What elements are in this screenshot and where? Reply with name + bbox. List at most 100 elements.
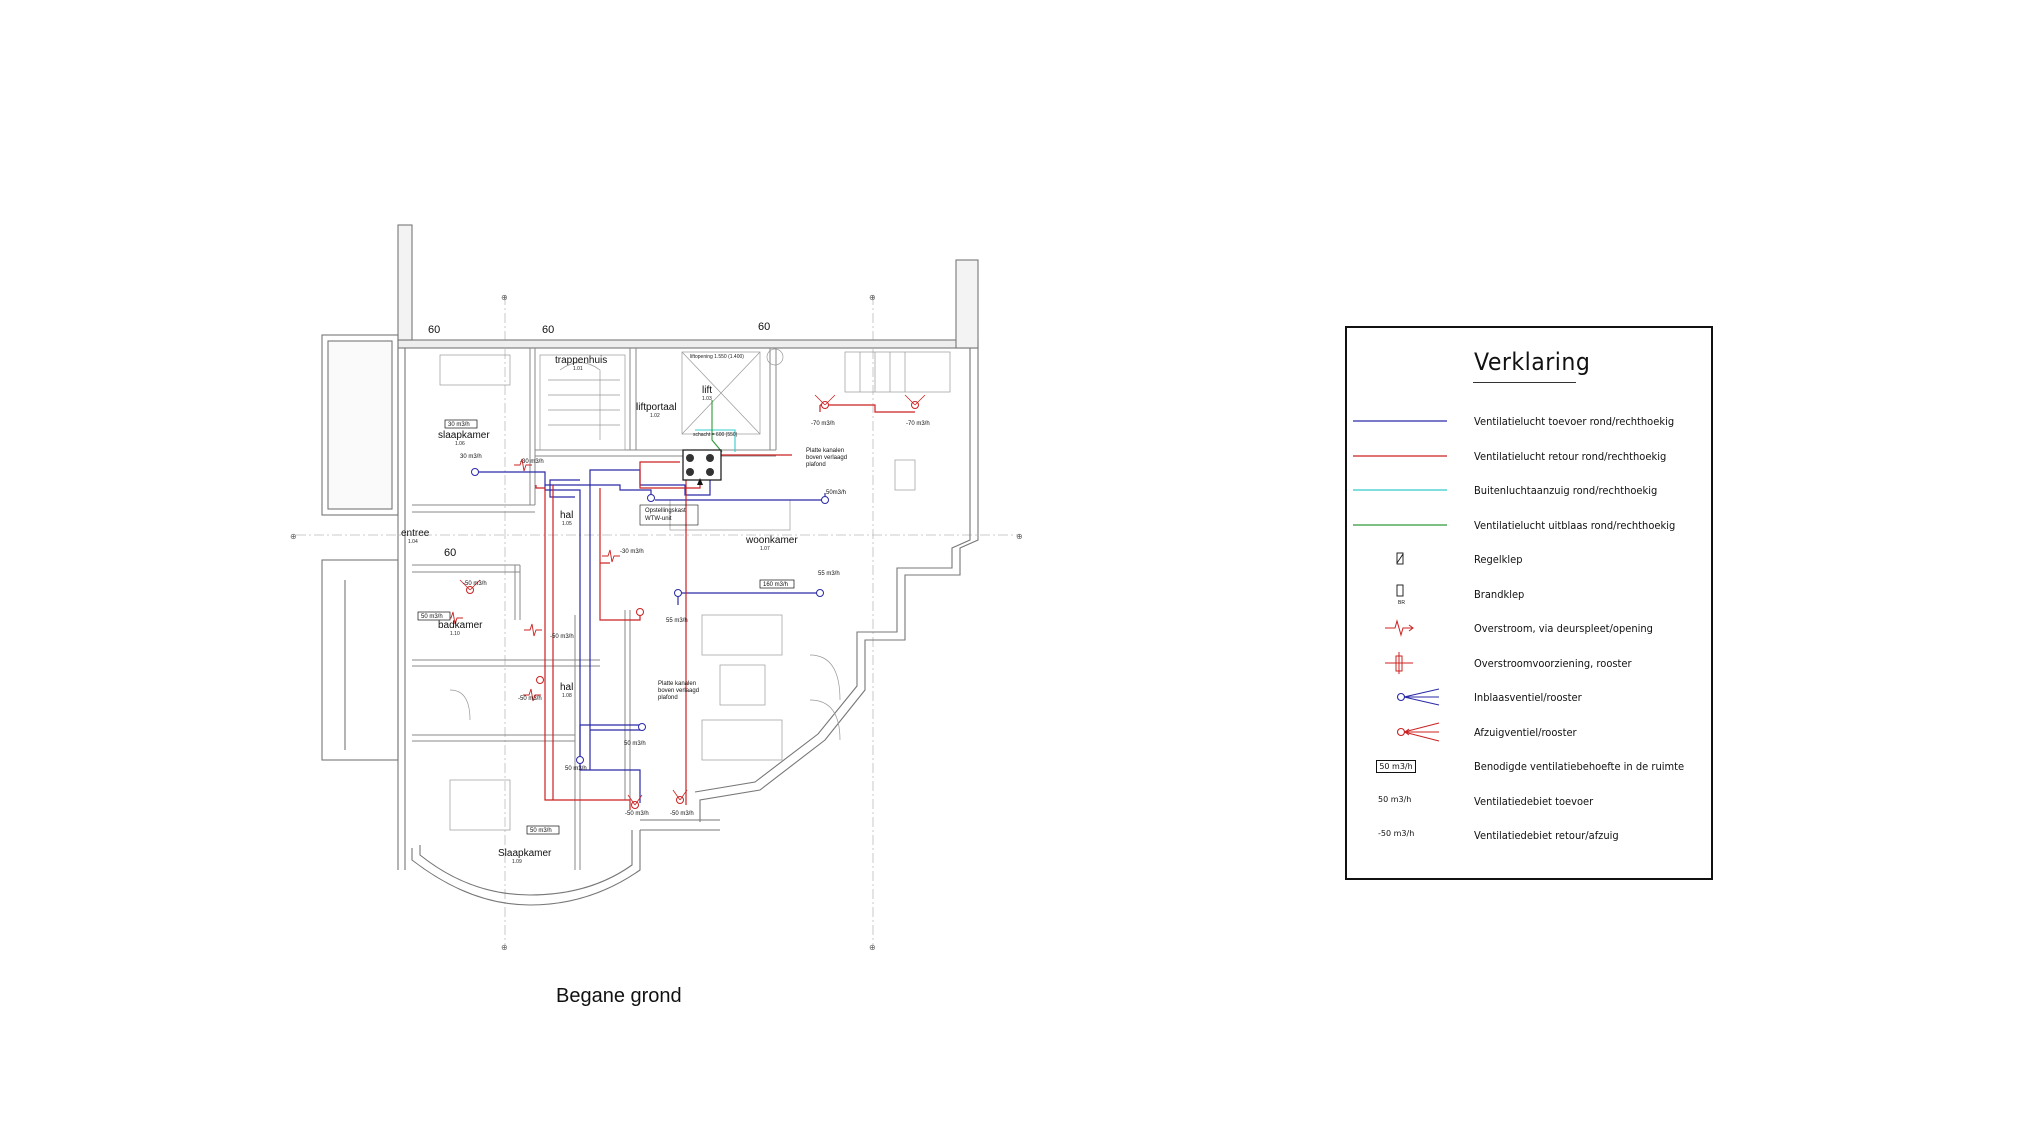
supply-flow-sample: 50 m3/h (1378, 795, 1412, 804)
room-liftportaal-num: 1.02 (650, 413, 660, 419)
legend-label: Ventilatielucht toevoer rond/rechthoekig (1474, 415, 1675, 428)
room-liftportaal: liftportaal (636, 402, 677, 413)
flow-label: -50 m3/h (518, 696, 542, 702)
flow-label: -50 m3/h (550, 634, 574, 640)
room-woonkamer-num: 1.07 (760, 546, 770, 552)
legend-item: Overstroom, via deurspleet/opening (1347, 611, 1713, 645)
dim-3: 60 (758, 321, 770, 333)
flow-label: -70 m3/h (811, 421, 835, 427)
flow-labels: 30 m3/h -30 m3/h -30 m3/h -50 m3/h -50 m… (460, 421, 930, 817)
legend-label: Inblaasventiel/rooster (1474, 691, 1582, 704)
legend-item: Regelklep (1347, 542, 1713, 576)
legend-title-underline (1473, 382, 1576, 383)
required-flow-boxes (417, 419, 795, 835)
note-platte-top: plafond (806, 462, 826, 468)
flow-label: 55 m3/h (818, 571, 840, 577)
note-platte-top: Platte kanalen (806, 448, 844, 454)
note-platte-top: boven verlaagd (806, 455, 847, 461)
note-schacht: schacht = 600 (550) (693, 432, 738, 438)
inblaas-icon (576, 756, 584, 764)
room-badkamer: badkamer (438, 620, 483, 631)
overstroom-marks (445, 458, 620, 702)
room-entree: entree (401, 528, 430, 539)
legend: Verklaring Ventilatielucht toevoer rond/… (1345, 326, 1713, 880)
svg-text:⊕: ⊕ (501, 293, 508, 302)
legend-label: Afzuigventiel/rooster (1474, 726, 1577, 739)
room-hal-num: 1.05 (562, 521, 572, 527)
inblaas-icon (647, 494, 655, 502)
room-trappenhuis-num: 1.01 (573, 366, 583, 372)
note-platte-mid: plafond (658, 695, 678, 701)
required-flow-box-icon: 50 m3/h (1376, 760, 1416, 773)
dim-1: 60 (428, 324, 440, 336)
inblaas-icon (816, 589, 824, 597)
room-lift-num: 1.03 (702, 396, 712, 402)
flow-label: 30 m3/h (460, 454, 482, 460)
room-badkamer-num: 1.10 (450, 631, 460, 637)
flow-label: -30 m3/h (620, 549, 644, 555)
flow-label: 55 m3/h (666, 618, 688, 624)
stairs-fixtures (439, 348, 951, 831)
legend-label: Ventilatielucht uitblaas rond/rechthoeki… (1474, 519, 1676, 532)
svg-text:⊕: ⊕ (290, 532, 297, 541)
legend-label: Brandklep (1474, 588, 1525, 601)
room-slaapkamer-2-num: 1.09 (512, 859, 522, 865)
legend-label: Ventilatielucht retour rond/rechthoekig (1474, 450, 1667, 463)
room-slaapkamer-num: 1.06 (455, 441, 465, 447)
legend-label: Ventilatiedebiet retour/afzuig (1474, 829, 1619, 842)
dim-2: 60 (542, 324, 554, 336)
brandklep-icon (1396, 584, 1404, 597)
room-hal-2-num: 1.08 (562, 693, 572, 699)
flow-label: -30 m3/h (520, 459, 544, 465)
flow-label: 50 m3/h (624, 741, 646, 747)
inblaas-icon (1396, 688, 1440, 706)
legend-label: Benodigde ventilatiebehoefte in de ruimt… (1474, 760, 1685, 773)
exhaust-duct (711, 400, 723, 453)
flow-label: -50 m3/h (670, 811, 694, 817)
note-platte-mid: boven verlaagd (658, 688, 699, 694)
overstroom-icon (1385, 619, 1414, 637)
req-slaapkamer: 30 m3/h (448, 422, 470, 428)
legend-item: 50 m3/h Ventilatiedebiet toevoer (1347, 784, 1713, 818)
room-trappenhuis: trappenhuis (555, 355, 607, 366)
svg-text:⊕: ⊕ (1016, 532, 1023, 541)
legend-item: -50 m3/h Ventilatiedebiet retour/afzuig (1347, 818, 1713, 852)
supply-vents (471, 468, 829, 764)
legend-label: Overstroomvoorziening, rooster (1474, 657, 1632, 670)
flow-label: -50 m3/h (463, 581, 487, 587)
req-slaapkamer2: 50 m3/h (530, 828, 552, 834)
flow-label: -50 m3/h (625, 811, 649, 817)
legend-item: Ventilatielucht uitblaas rond/rechthoeki… (1347, 508, 1713, 542)
note-opstelling: WTW-unit (645, 516, 672, 522)
afzuig-icon (1396, 722, 1440, 742)
legend-label: Regelklep (1474, 553, 1523, 566)
inblaas-icon (821, 496, 829, 504)
legend-item: Ventilatielucht retour rond/rechthoekig (1347, 439, 1713, 473)
inblaas-icon (638, 723, 646, 731)
req-woonkamer: 160 m3/h (763, 582, 788, 588)
plan-notes: Platte kanalen boven verlaagd plafond Pl… (645, 354, 847, 701)
svg-text:⊕: ⊕ (869, 943, 876, 952)
drawing-title: Begane grond (556, 985, 682, 1007)
return-flow-sample: -50 m3/h (1378, 829, 1415, 838)
legend-label: Buitenluchtaanzuig rond/rechthoekig (1474, 484, 1658, 497)
req-badkamer: 50 m3/h (421, 614, 443, 620)
intake-line-symbol (1353, 489, 1447, 491)
brandklep-sub: BR (1398, 600, 1405, 606)
note-liftopening: liftopening 1.550 (1.400) (690, 354, 744, 360)
afzuig-icon (636, 608, 644, 616)
return-ducts (535, 404, 915, 810)
legend-item: Buitenluchtaanzuig rond/rechthoekig (1347, 473, 1713, 507)
overstroomrooster-icon (1385, 652, 1413, 674)
regelklep-icon (1396, 552, 1404, 565)
return-line-symbol (1353, 455, 1447, 457)
svg-text:⊕: ⊕ (869, 293, 876, 302)
legend-label: Overstroom, via deurspleet/opening (1474, 622, 1653, 635)
inblaas-icon (674, 589, 682, 597)
legend-item: Ventilatielucht toevoer rond/rechthoekig (1347, 404, 1713, 438)
legend-item: 50 m3/h Benodigde ventilatiebehoefte in … (1347, 749, 1713, 783)
dim-4: 60 (444, 547, 456, 559)
dimensions: 60 60 60 60 (428, 321, 770, 559)
exhaust-line-symbol (1353, 524, 1447, 526)
afzuig-icon (536, 676, 544, 684)
